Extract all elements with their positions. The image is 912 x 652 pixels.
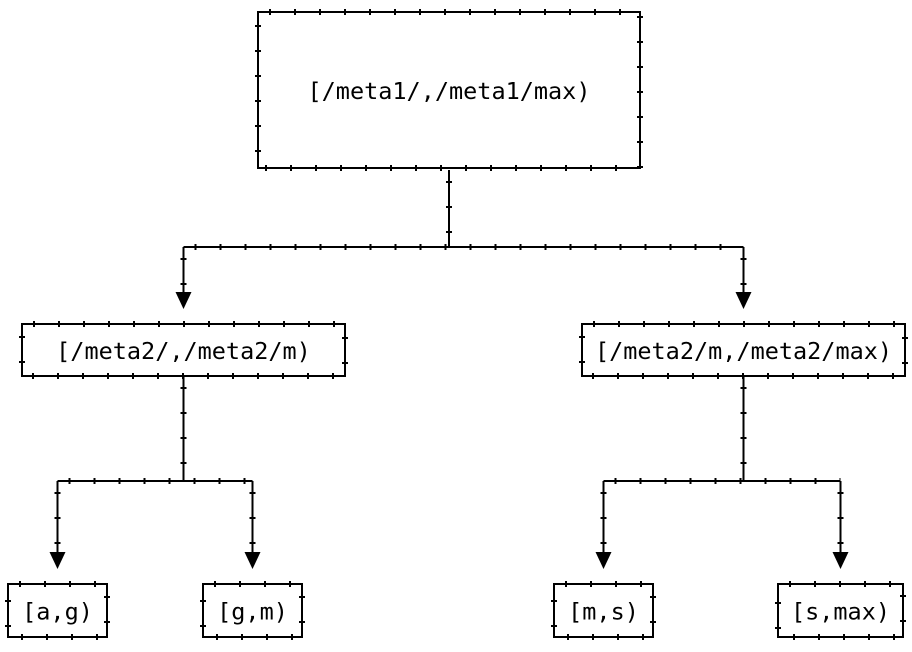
arrow-down-icon [832,552,849,569]
node-right: [/meta2/m,/meta2/max) [579,321,908,379]
edge-right-children [600,376,844,552]
node-leaf2: [g,m) [200,581,305,640]
node-root: [/meta1/,/meta1/max) [255,9,643,171]
arrowheads [49,292,849,569]
arrow-down-icon [175,292,192,309]
arrow-down-icon [595,552,612,569]
arrow-down-icon [735,292,752,309]
node-left-label: [/meta2/,/meta2/m) [56,337,311,365]
arrow-down-icon [244,552,261,569]
node-leaf1-label: [a,g) [22,598,93,626]
node-root-label: [/meta1/,/meta1/max) [308,77,591,105]
edge-left-children [54,376,256,552]
node-right-label: [/meta2/m,/meta2/max) [595,337,892,365]
node-leaf4: [s,max) [775,581,906,640]
node-leaf4-label: [s,max) [791,598,890,626]
node-leaf3: [m,s) [551,581,656,640]
node-leaf2-label: [g,m) [217,598,288,626]
node-leaf1: [a,g) [5,581,110,640]
arrow-down-icon [49,552,66,569]
node-left: [/meta2/,/meta2/m) [19,321,348,379]
node-leaf3-label: [m,s) [568,598,639,626]
edge-root-children [180,170,747,292]
